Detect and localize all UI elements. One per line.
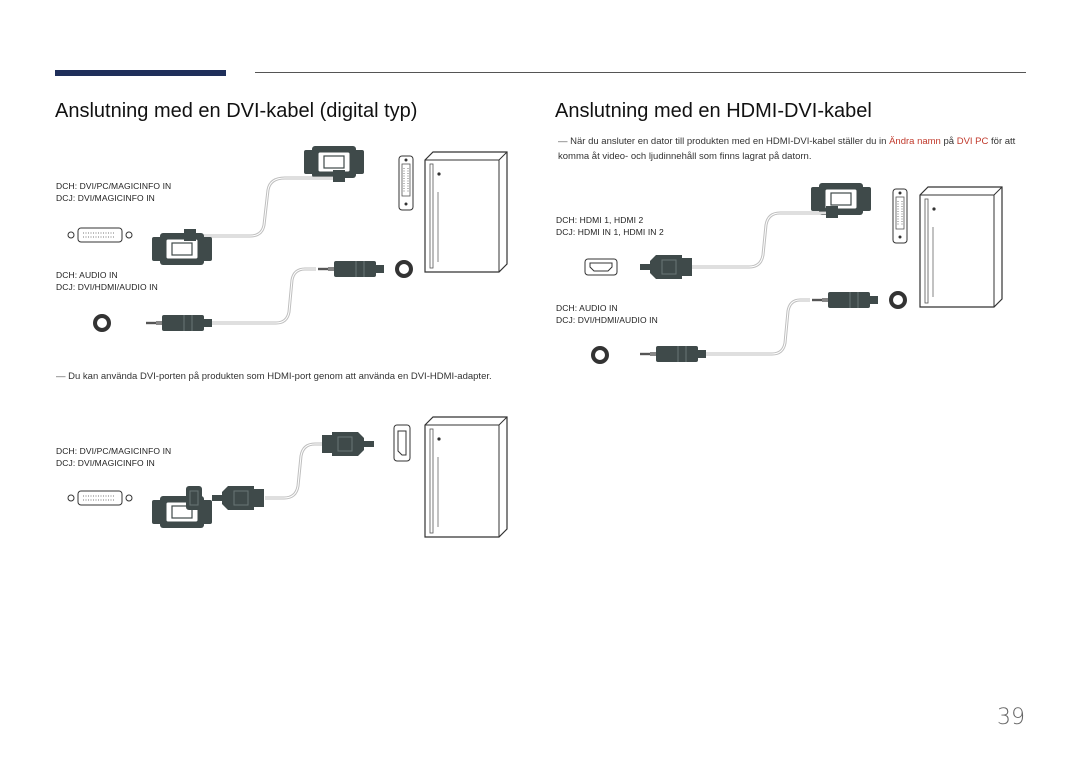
label-line: DCH: DVI/PC/MAGICINFO IN: [56, 446, 172, 456]
left-section-title: Anslutning med en DVI-kabel (digital typ…: [55, 100, 418, 122]
right-hdmi-port-label: DCH: HDMI 1, HDMI 2 DCJ: HDMI IN 1, HDMI…: [556, 214, 664, 238]
note-dash: ―: [56, 371, 66, 382]
label-line: DCJ: HDMI IN 1, HDMI IN 2: [556, 227, 664, 237]
right-section-title: Anslutning med en HDMI-DVI-kabel: [555, 100, 872, 122]
right-note: ― När du ansluter en dator till produkte…: [558, 134, 1028, 164]
left-note: ― Du kan använda DVI-porten på produkten…: [56, 369, 536, 384]
label-line: DCJ: DVI/MAGICINFO IN: [56, 458, 155, 468]
label-line: DCJ: DVI/HDMI/AUDIO IN: [56, 282, 158, 292]
right-audio-port-label: DCH: AUDIO IN DCJ: DVI/HDMI/AUDIO IN: [556, 302, 658, 326]
label-line: DCJ: DVI/HDMI/AUDIO IN: [556, 315, 658, 325]
page-number: 39: [997, 705, 1025, 730]
left-dvi2-port-label: DCH: DVI/PC/MAGICINFO IN DCJ: DVI/MAGICI…: [56, 445, 171, 469]
note-text-3: för att komma åt video- och ljudinnehåll…: [558, 136, 1016, 162]
label-line: DCH: AUDIO IN: [556, 303, 618, 313]
label-line: DCH: DVI/PC/MAGICINFO IN: [56, 181, 172, 191]
section-divider-line: [255, 72, 1026, 73]
section-accent-bar: [55, 70, 226, 76]
note-text-1: När du ansluter en dator till produkten …: [570, 136, 890, 147]
label-line: DCJ: DVI/MAGICINFO IN: [56, 193, 155, 203]
note-text-2: på: [940, 136, 957, 147]
note-text: Du kan använda DVI-porten på produkten s…: [68, 371, 492, 382]
left-audio-port-label: DCH: AUDIO IN DCJ: DVI/HDMI/AUDIO IN: [56, 269, 158, 293]
left-dvi-port-label: DCH: DVI/PC/MAGICINFO IN DCJ: DVI/MAGICI…: [56, 180, 171, 204]
menu-link-dvi-pc[interactable]: DVI PC: [956, 136, 989, 147]
label-line: DCH: HDMI 1, HDMI 2: [556, 215, 644, 225]
label-line: DCH: AUDIO IN: [56, 270, 118, 280]
note-dash: ―: [558, 136, 568, 147]
menu-link-andra-namn[interactable]: Ändra namn: [889, 136, 941, 147]
